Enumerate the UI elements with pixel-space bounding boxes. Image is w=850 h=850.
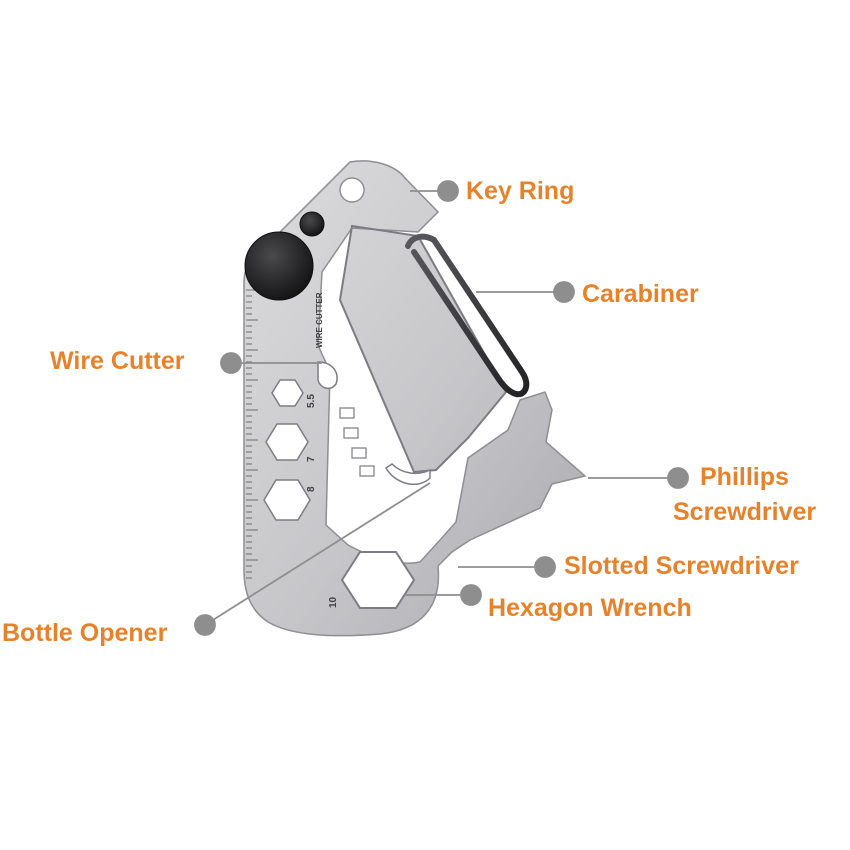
label-slotted-screwdriver: Slotted Screwdriver — [564, 552, 799, 580]
label-key-ring: Key Ring — [466, 177, 575, 205]
bottle-opener-jaw — [385, 463, 431, 486]
hex-size-label-5-5: 5.5 — [306, 394, 317, 408]
lock-knob — [244, 231, 314, 301]
multitool: WIRE CUTTER 5.5 7 8 10 — [243, 160, 587, 637]
hex-size-label-8: 8 — [306, 486, 317, 492]
carabiner-slot-edge — [338, 224, 508, 474]
hex-hole-7 — [265, 423, 309, 461]
callout-leaders — [194, 180, 689, 636]
rivet — [299, 211, 325, 237]
label-bottle-opener: Bottle Opener — [2, 619, 168, 647]
wrench-size-label: 10 — [328, 596, 339, 608]
label-wire-cutter: Wire Cutter — [50, 347, 185, 375]
wrench-hex-hole — [340, 551, 416, 609]
wire-cutter-engraving: WIRE CUTTER — [315, 292, 324, 348]
label-hexagon-wrench: Hexagon Wrench — [488, 594, 692, 622]
ruler-scale — [246, 289, 258, 579]
wire-cutter-notch — [317, 361, 338, 390]
label-carabiner: Carabiner — [582, 280, 699, 308]
spanner-teeth — [339, 407, 375, 477]
carabiner-wire-gate — [405, 233, 530, 398]
hex-size-label-7: 7 — [306, 456, 317, 462]
label-phillips-line2: Screwdriver — [673, 498, 817, 526]
label-phillips-line1: Phillips — [700, 463, 789, 491]
hex-hole-8 — [263, 479, 311, 521]
hex-hole-5-5 — [271, 379, 304, 407]
